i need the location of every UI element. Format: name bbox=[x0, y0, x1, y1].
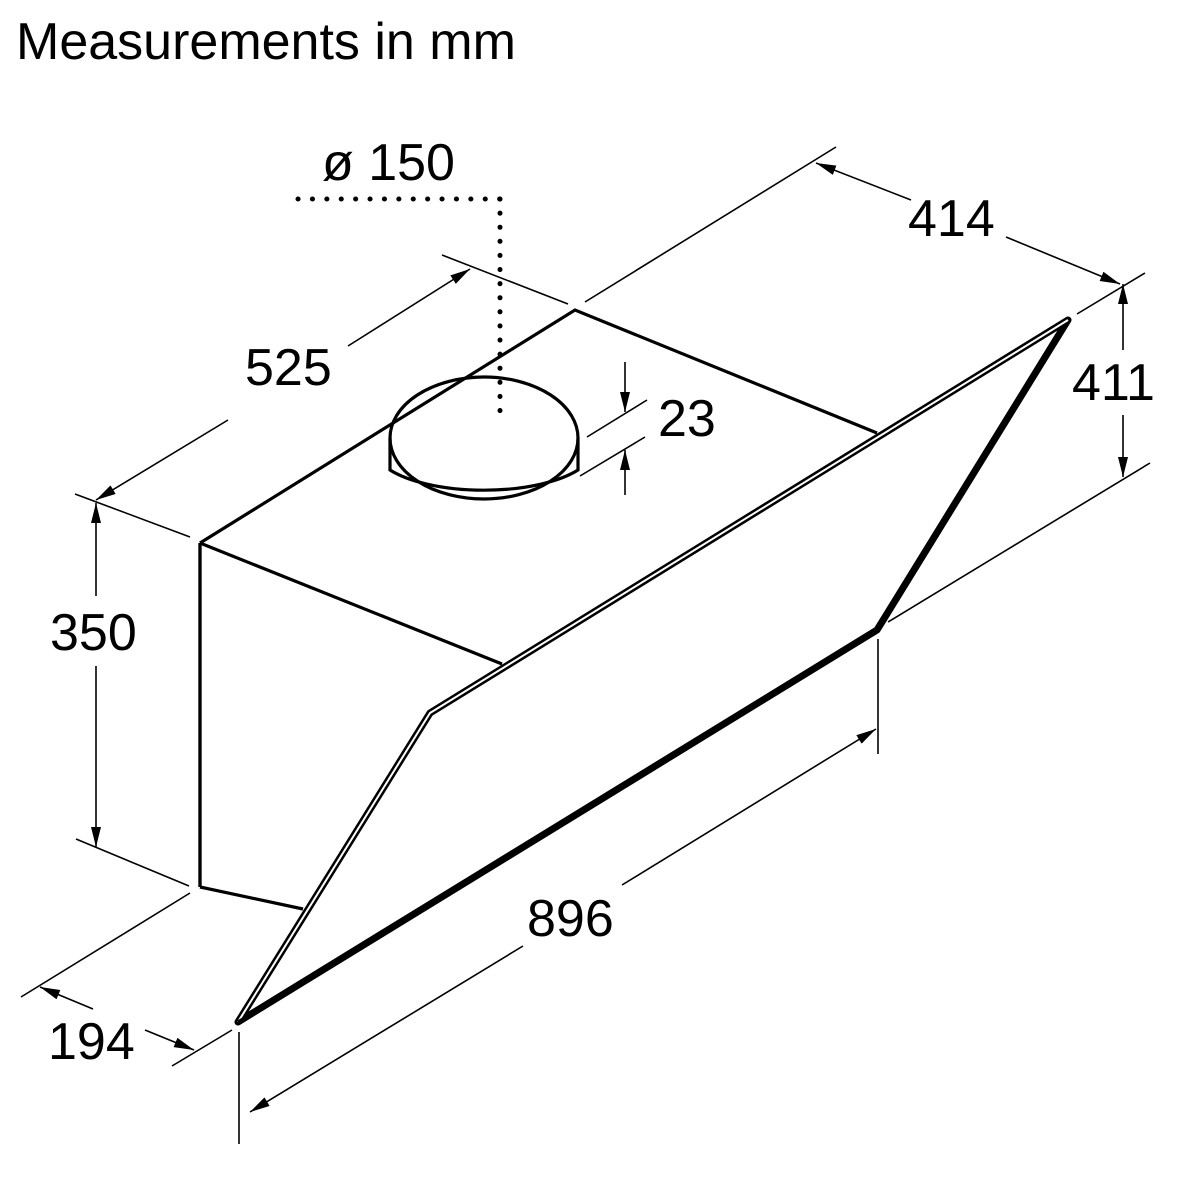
glass-panel bbox=[234, 316, 1072, 1026]
dim-896-label: 896 bbox=[527, 890, 614, 948]
dim-896: 896 bbox=[238, 639, 879, 1144]
duct-diameter-leader: ø 150 bbox=[295, 134, 503, 415]
drawing-title: Measurements in mm bbox=[16, 13, 516, 71]
dim-350: 350 bbox=[50, 503, 190, 887]
dim-525: 525 bbox=[74, 254, 569, 538]
duct-collar bbox=[388, 375, 580, 501]
hood-body bbox=[198, 308, 878, 911]
dim-411-label: 411 bbox=[1072, 354, 1155, 412]
duct-diameter-label: ø 150 bbox=[322, 134, 455, 192]
dim-414: 414 bbox=[584, 146, 1146, 315]
box-top-edges bbox=[199, 308, 878, 545]
box-side-edge bbox=[199, 541, 503, 666]
dim-350-label: 350 bbox=[50, 604, 137, 662]
dim-411: 411 bbox=[887, 284, 1155, 623]
dim-23: 23 bbox=[579, 362, 716, 495]
dim-194: 194 bbox=[20, 892, 233, 1071]
dim-414-label: 414 bbox=[908, 190, 995, 248]
dim-194-label: 194 bbox=[48, 1013, 135, 1071]
box-bottom-edge bbox=[199, 885, 304, 911]
collar-side bbox=[388, 438, 580, 492]
dim-23-label: 23 bbox=[658, 390, 716, 448]
collar-top bbox=[388, 375, 580, 501]
dim-525-label: 525 bbox=[245, 339, 332, 397]
